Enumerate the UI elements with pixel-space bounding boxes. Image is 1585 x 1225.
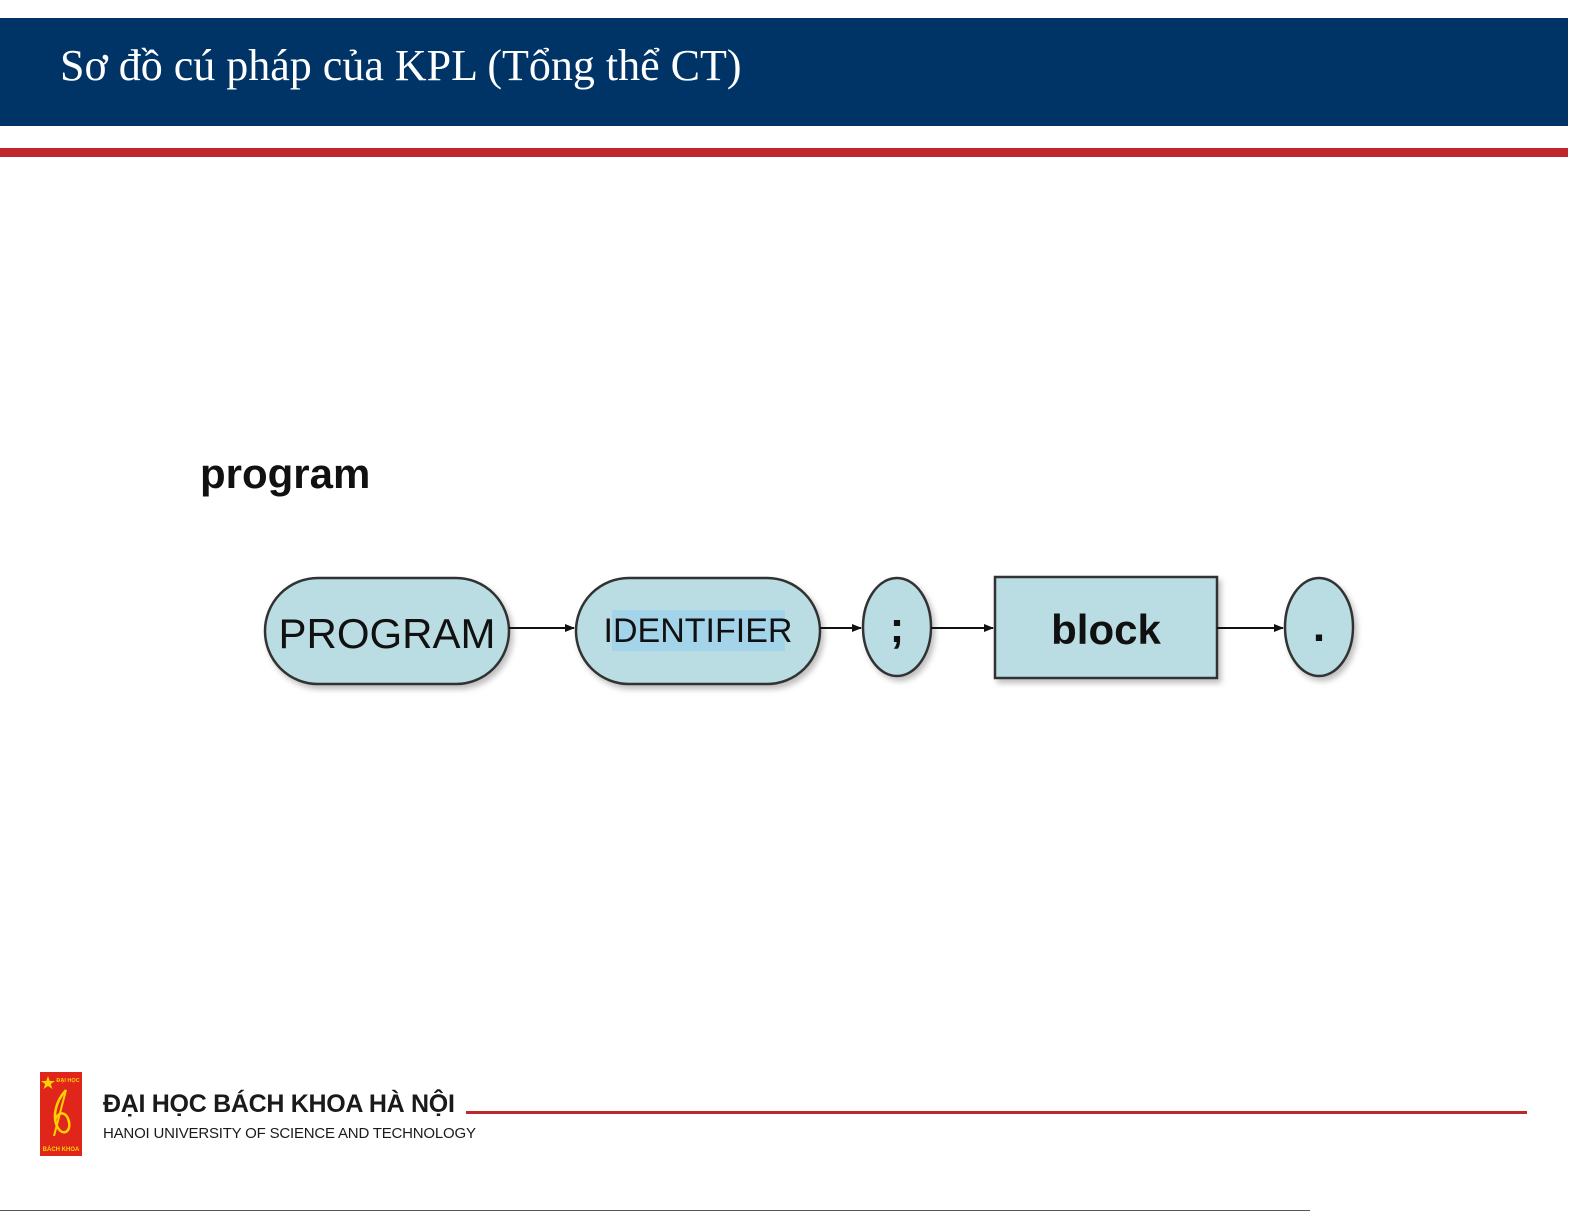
university-name-en: HANOI UNIVERSITY OF SCIENCE AND TECHNOLO… bbox=[103, 1125, 476, 1143]
logo-bottom-text: BÁCH KHOA bbox=[43, 1146, 80, 1153]
node-program-label: PROGRAM bbox=[278, 610, 495, 657]
node-program: PROGRAM bbox=[265, 578, 509, 684]
node-block-label: block bbox=[1051, 606, 1161, 653]
node-block: block bbox=[995, 577, 1217, 678]
node-identifier: IDENTIFIER bbox=[576, 578, 820, 684]
node-semicolon: ; bbox=[863, 578, 931, 676]
node-period-label: . bbox=[1313, 602, 1325, 651]
node-semicolon-label: ; bbox=[890, 603, 905, 652]
node-period: . bbox=[1285, 578, 1353, 676]
node-identifier-label: IDENTIFIER bbox=[604, 612, 793, 650]
university-name-vn: ĐẠI HỌC BÁCH KHOA HÀ NỘI bbox=[103, 1090, 455, 1118]
logo-top-text: ĐẠI HỌC bbox=[56, 1078, 79, 1084]
bottom-divider bbox=[0, 1210, 1310, 1211]
footer-divider bbox=[466, 1111, 1527, 1114]
university-logo: ĐẠI HỌC BÁCH KHOA bbox=[40, 1072, 82, 1156]
rule-name-label: program bbox=[200, 450, 370, 497]
